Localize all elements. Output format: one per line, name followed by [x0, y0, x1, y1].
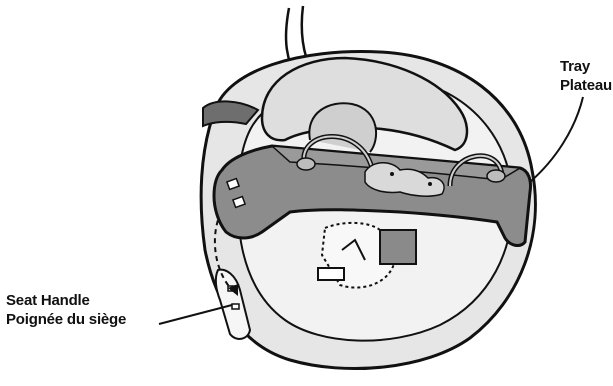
seat-handle-label-fr: Poignée du siège: [6, 310, 126, 329]
buckle: [380, 230, 416, 264]
toy-eye-2: [428, 182, 432, 186]
toy-eye-1: [390, 172, 394, 176]
seat-handle-leader-line: [159, 305, 232, 324]
tray-leader-line: [530, 97, 583, 182]
handle-button-2: [232, 304, 239, 309]
toy-left: [297, 158, 315, 170]
tray-label-fr: Plateau: [560, 76, 612, 95]
seat-handle-label-en: Seat Handle: [6, 291, 126, 310]
tray-label-en: Tray: [560, 57, 612, 76]
seat-handle-callout: Seat Handle Poignée du siège: [6, 291, 126, 329]
harness-clip: [318, 268, 344, 280]
tray-callout: Tray Plateau: [560, 57, 612, 95]
toy-right: [487, 170, 505, 182]
